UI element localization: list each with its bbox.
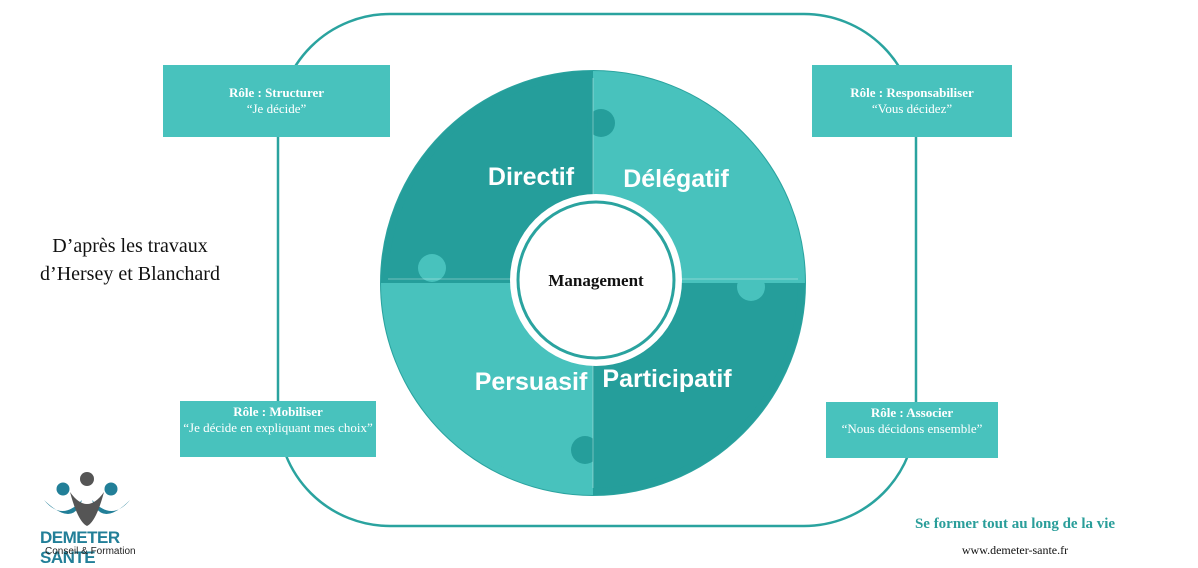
quadrant-label-persuasif: Persuasif: [475, 368, 588, 396]
tagline: Se former tout au long de la vie: [914, 516, 1116, 532]
role-box-mobiliser: Rôle : Mobiliser “Je décide en expliquan…: [180, 401, 376, 457]
role-box-responsabiliser: Rôle : Responsabiliser “Vous décidez”: [812, 65, 1012, 137]
role-quote: “Vous décidez”: [871, 101, 953, 116]
website-url: www.demeter-sante.fr: [961, 543, 1069, 557]
puzzle-knob-left: [418, 254, 446, 282]
role-box-associer: Rôle : Associer “Nous décidons ensemble”: [826, 402, 998, 458]
center-label: Management: [548, 271, 644, 290]
quadrant-label-participatif: Participatif: [602, 365, 732, 393]
puzzle-knob-right: [737, 273, 765, 301]
role-title: Rôle : Structurer: [228, 85, 325, 100]
center-disc: [516, 200, 676, 360]
role-quote: “Je décide”: [246, 101, 307, 116]
demeter-logo-icon: [44, 472, 130, 526]
outer-frame: [276, 12, 918, 528]
puzzle-knob-top: [587, 109, 615, 137]
quadrant-label-delegatif: Délégatif: [623, 165, 729, 193]
role-title: Rôle : Mobiliser: [233, 404, 323, 419]
role-title: Rôle : Responsabiliser: [850, 85, 974, 100]
logo-subtitle: Conseil & Formation: [45, 546, 136, 557]
role-title: Rôle : Associer: [870, 405, 954, 420]
logo-name: DEMETER SANTE: [40, 528, 120, 567]
role-quote: “Nous décidons ensemble”: [841, 421, 983, 436]
puzzle-knob-bottom: [571, 436, 599, 464]
source-note: D’après les travaux d’Hersey et Blanchar…: [40, 235, 220, 285]
role-box-structurer: Rôle : Structurer “Je décide”: [163, 65, 390, 137]
quadrant-label-directif: Directif: [488, 163, 575, 191]
role-quote: “Je décide en expliquant mes choix”: [183, 420, 373, 435]
